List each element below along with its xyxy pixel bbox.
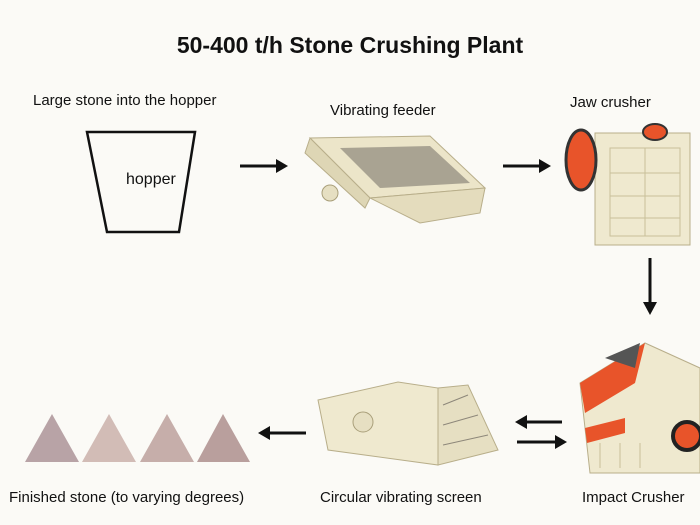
impact-crusher-image <box>579 342 700 474</box>
finished-stone-piles <box>25 414 250 462</box>
vibrating-feeder-image <box>304 135 487 224</box>
page-title: 50-400 t/h Stone Crushing Plant <box>176 32 524 58</box>
stone-pile-fine <box>25 414 79 462</box>
arrow-left-icon <box>258 426 306 440</box>
jaw-crusher-image <box>564 123 691 246</box>
arrow-right-icon <box>503 159 551 173</box>
impact-crusher-label: Impact Crusher <box>582 489 685 506</box>
screen-label: Circular vibrating screen <box>320 489 482 506</box>
jaw-crusher-label: Jaw crusher <box>570 94 651 111</box>
hopper-label: hopper <box>126 171 176 188</box>
stone-pile-coarse <box>197 414 250 462</box>
arrow-right-icon <box>240 159 288 173</box>
stone-pile-medium <box>140 414 194 462</box>
arrow-down-icon <box>643 258 657 315</box>
bidirectional-arrows-icon <box>515 415 567 449</box>
circular-vibrating-screen-image <box>317 381 499 466</box>
finished-stone-label: Finished stone (to varying degrees) <box>9 489 245 506</box>
hopper-diagram <box>85 130 197 234</box>
stone-pile-small <box>82 414 136 462</box>
hopper-caption: Large stone into the hopper <box>33 92 217 109</box>
feeder-label: Vibrating feeder <box>330 102 436 119</box>
